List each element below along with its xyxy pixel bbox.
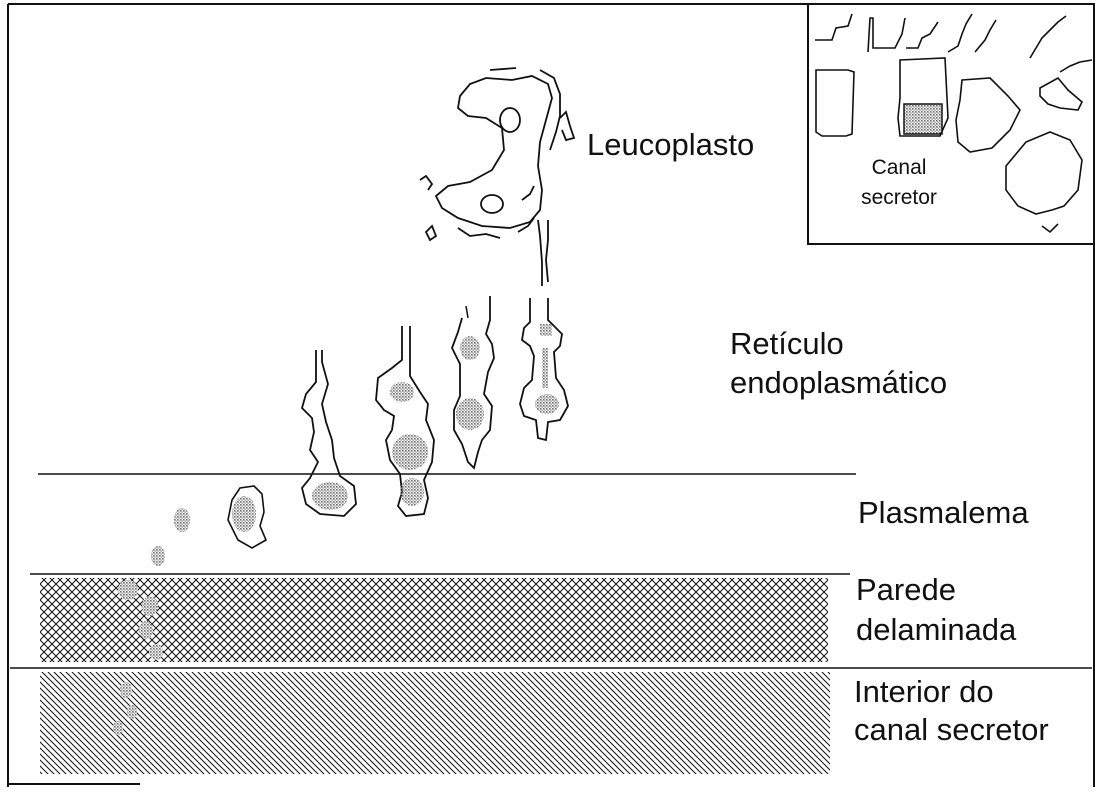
leucoplasto-shape — [420, 68, 574, 286]
label-parede-line1: Parede — [856, 571, 956, 608]
label-interior-line2: canal secretor — [854, 711, 1049, 748]
label-parede-line2: delaminada — [856, 611, 1016, 648]
inset-label-line2: secretor — [852, 184, 946, 211]
inset-box — [808, 4, 1094, 244]
label-reticulo-line1: Retículo — [730, 325, 844, 362]
label-leucoplasto: Leucoplasto — [587, 126, 754, 163]
reticulo-endoplasmatico-shapes — [302, 296, 568, 516]
vesicles — [151, 486, 266, 566]
interior-canal-band — [40, 672, 830, 774]
label-interior-line1: Interior do — [854, 673, 994, 710]
inset-label-line1: Canal — [852, 154, 946, 181]
label-reticulo-line2: endoplasmático — [730, 364, 947, 401]
label-plasmalema: Plasmalema — [858, 494, 1029, 531]
